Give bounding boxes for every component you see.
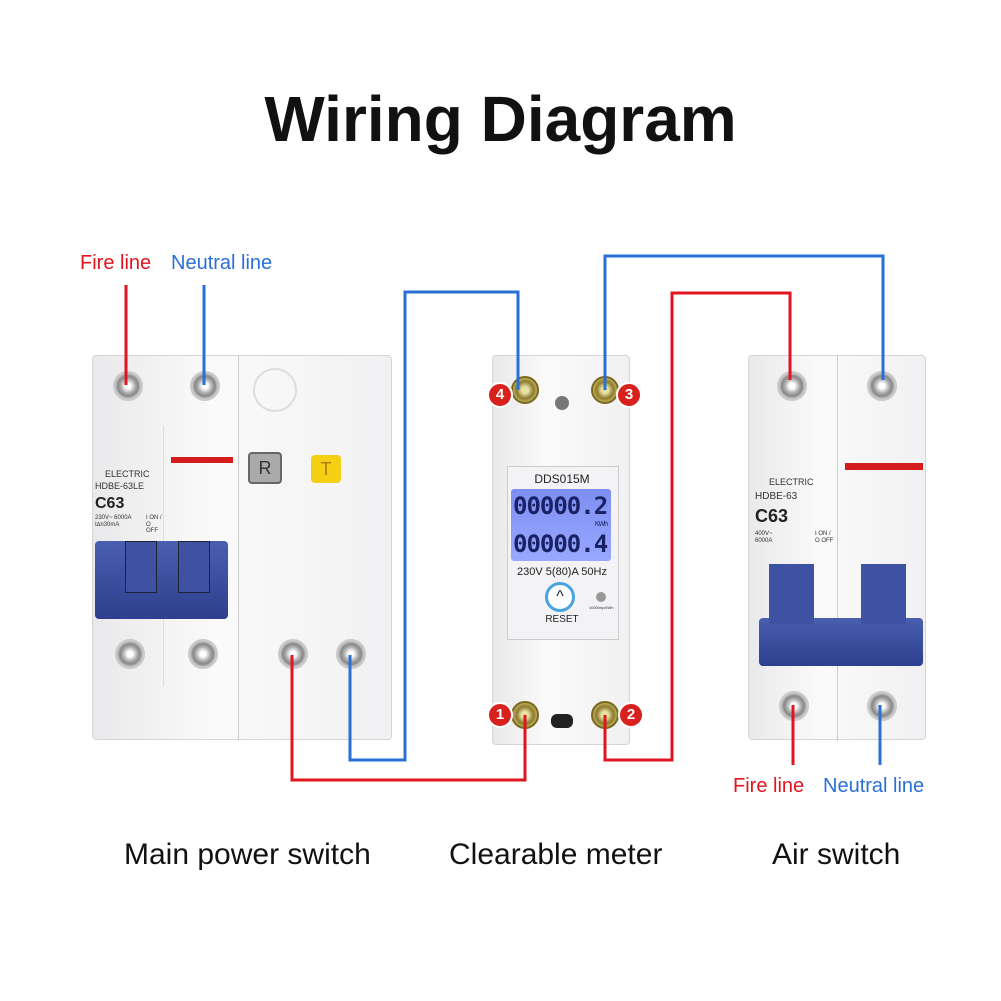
unit-label: KWh [594,521,608,528]
reset-label: RESET [545,614,579,625]
pulse-led [596,592,606,602]
reset-r-button[interactable]: R [248,452,282,484]
screw-icon [113,371,143,401]
switch-handle[interactable] [759,618,923,666]
test-t-button[interactable]: T [311,455,341,483]
fire-line-label-top: Fire line [80,252,152,274]
terminal-3-badge: 3 [616,382,642,408]
model-label: HDBE-63LE [95,481,145,491]
screw-icon [115,639,145,669]
page-title: Wiring Diagram [264,83,737,155]
screw-icon [777,371,807,401]
model-label: HDBE-63 [755,491,798,502]
spec-label: 400V~ 6000A [755,531,773,544]
imp-label: 1000imp/kWh [589,605,614,610]
screw-icon [188,639,218,669]
on-off-label: I ON / O OFF [146,515,162,535]
reading-1: 00000.2 [513,492,608,520]
caption-air-switch: Air switch [772,838,901,871]
brand-label: ELECTRIC [769,477,814,487]
fire-wire-meter2-to-air [603,291,792,762]
neutral-wire-main-to-meter4 [348,290,520,762]
fire-line-label-bottom: Fire line [733,775,805,797]
neutral-line-label-top: Neutral line [171,252,273,274]
rating-label: C63 [95,495,125,512]
terminal-1-badge: 1 [487,702,513,728]
caption-clearable-meter: Clearable meter [449,838,663,871]
on-off-label: I ON / O OFF [815,531,834,544]
neutral-line-label-bottom: Neutral line [823,775,925,797]
lcd-display: 00000.2 KWh 00000.4 [511,489,611,561]
meter-spec: 230V 5(80)A 50Hz [517,566,607,578]
meter-model: DDS015M [534,472,590,486]
rating-label: C63 [755,506,789,526]
reset-button[interactable]: ^ [545,582,575,612]
terminal-2-badge: 2 [618,702,644,728]
clearable-meter: DDS015M 00000.2 KWh 00000.4 230V 5(80)A … [492,355,630,745]
screw-icon [867,691,897,721]
neutral-wire-meter3-to-air [603,254,885,390]
main-power-switch: ELECTRIC HDBE-63LE C63 230V~ 6000A I∆n30… [92,355,392,741]
spec-label: 230V~ 6000A I∆n30mA [95,515,132,528]
terminal-4-badge: 4 [487,382,513,408]
fire-wire-main-to-meter1 [290,655,527,782]
reading-2: 00000.4 [513,530,608,558]
brand-label: ELECTRIC [105,469,150,479]
air-switch: ELECTRIC HDBE-63 C63 400V~ 6000A I ON / … [748,355,926,741]
caption-main-power-switch: Main power switch [124,838,371,871]
